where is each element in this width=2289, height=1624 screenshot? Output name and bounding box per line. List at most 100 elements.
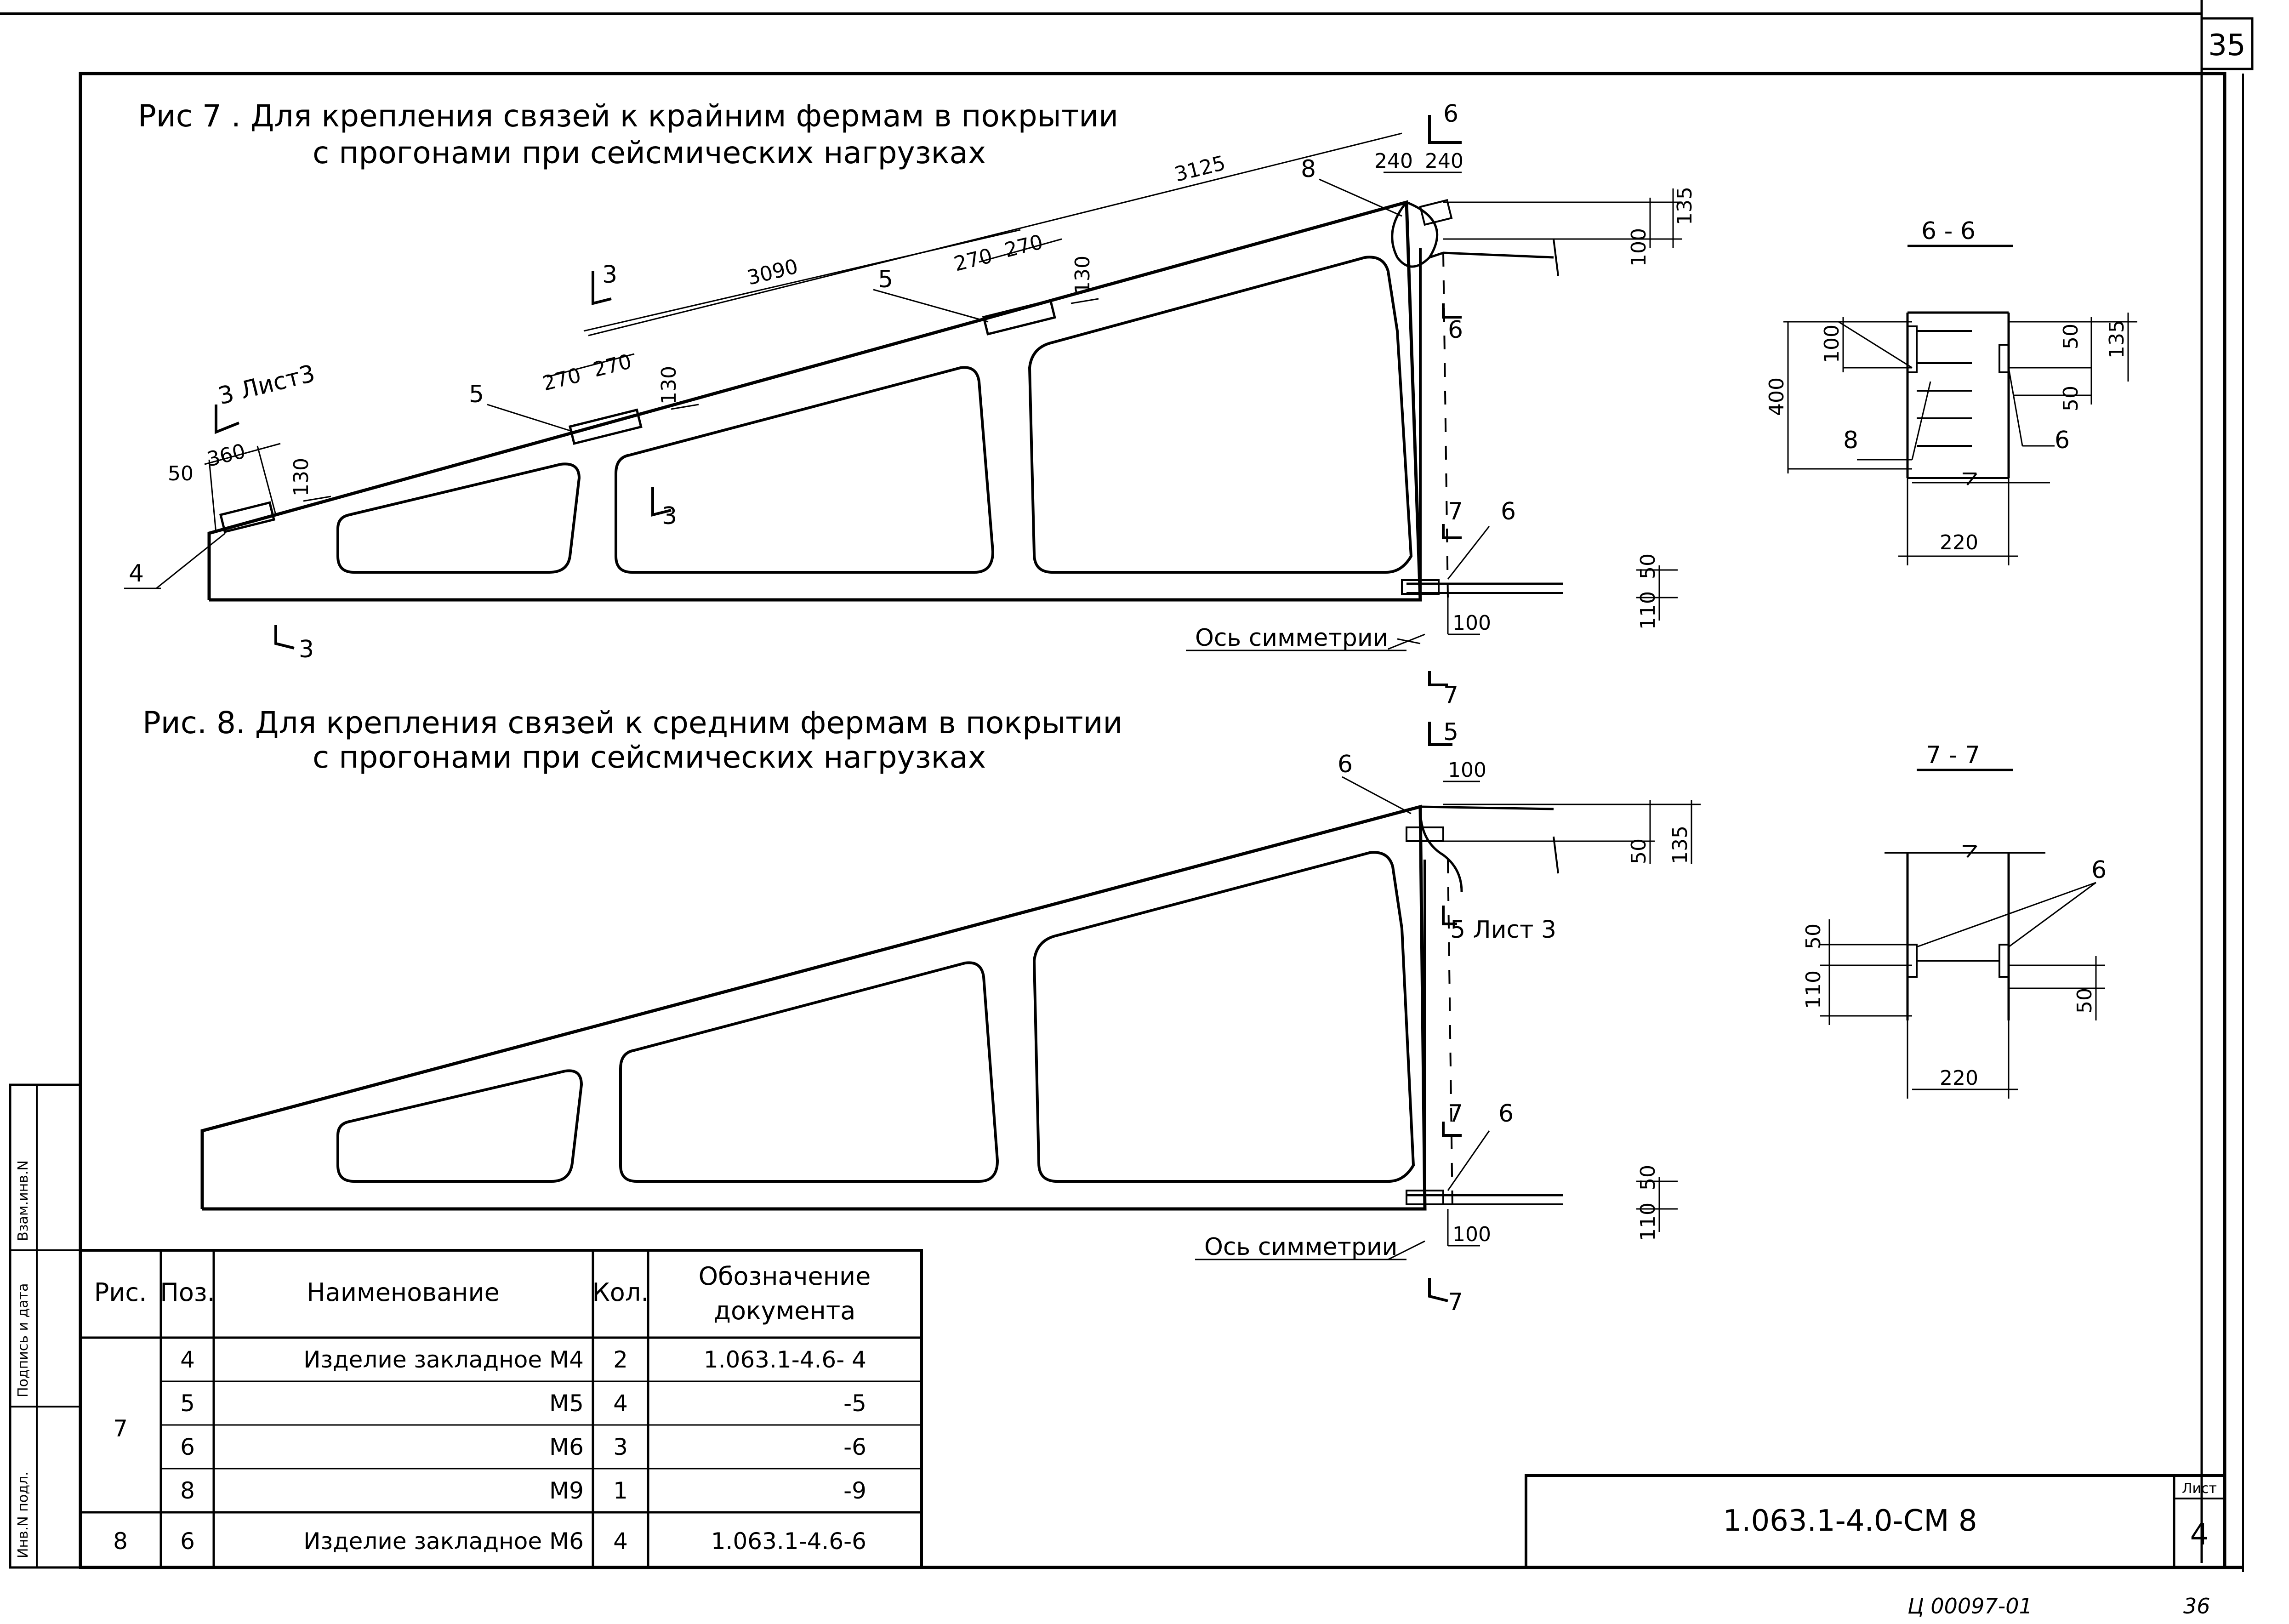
table-row: 7 4 Изделие закладное М4 2 1.063.1-4.6- …	[113, 1346, 866, 1442]
fig7-dim-270d: 270	[591, 350, 634, 382]
sec66-pos-6: 6	[2055, 427, 2070, 454]
sec66-pos-8: 8	[1843, 427, 1858, 454]
table-row: 6 М6 3 -6	[180, 1434, 866, 1460]
top-sheet-number: 35	[2208, 28, 2245, 63]
row5-pos: 6	[180, 1528, 195, 1555]
section-6-6: 6 - 6 100 50 135 40	[1765, 217, 2137, 565]
row4-name: М9	[549, 1477, 584, 1504]
fig7-pos-8: 8	[1301, 155, 1316, 183]
fig7-dim-110: 110	[1636, 591, 1660, 630]
footer-code: Ц 00097-01	[1908, 1594, 2033, 1618]
spec-header-doc-line2: документа	[714, 1296, 856, 1325]
fig7-dim-270b: 270	[1002, 230, 1045, 262]
row3-qty: 3	[613, 1434, 628, 1460]
row5-fig: 8	[113, 1528, 128, 1555]
fig8-dim-135: 135	[1668, 826, 1692, 864]
fig8-dimensions	[1195, 776, 1701, 1260]
fig7-dim-130b: 130	[657, 366, 681, 405]
fig7-labels: 3125 3090 240 240 135 100 270 270 270 27…	[129, 100, 1697, 709]
sec77-dim-50b: 50	[2073, 988, 2096, 1014]
fig7-dim-130a: 130	[1071, 256, 1094, 294]
sec77-dim-50: 50	[1802, 923, 1825, 949]
fig8-dim-100: 100	[1448, 758, 1486, 782]
stamp-sheet-value: 4	[2190, 1518, 2209, 1552]
fig8-dim-110: 110	[1636, 1202, 1660, 1241]
fig8-pos-6-top: 6	[1338, 751, 1353, 778]
stamp-designation: 1.063.1-4.0-СМ 8	[1723, 1504, 1977, 1538]
fig8-cut-5-top: 5	[1443, 718, 1458, 746]
fig8-title-line2: с прогонами при сейсмических нагрузках	[313, 740, 986, 775]
row1-pos: 4	[180, 1346, 195, 1373]
sec77-pos-6: 6	[2091, 856, 2107, 884]
row3-doc: -6	[843, 1434, 866, 1460]
row4-doc: -9	[843, 1477, 866, 1504]
spec-header-fig: Рис.	[94, 1278, 147, 1307]
table-row: 8 М9 1 -9	[180, 1477, 866, 1504]
fig8-dim-50b: 50	[1636, 1165, 1660, 1191]
row1-fig: 7	[113, 1415, 128, 1442]
fig7-dim-130c: 130	[290, 458, 313, 496]
row2-qty: 4	[613, 1390, 628, 1417]
fig7-cut-7: 7	[1448, 498, 1463, 525]
spec-header-doc-line1: Обозначение	[699, 1262, 871, 1291]
fig7-cut-3-bot: 3	[299, 636, 314, 663]
fig7-cut-3-top: 3	[602, 261, 617, 289]
section-6-6-title: 6 - 6	[1921, 217, 1976, 245]
fig8-cut-markers	[1428, 722, 1462, 1302]
fig7-pos-5b: 5	[878, 266, 893, 293]
fig8-title-line1: Рис. 8. Для крепления связей к средним ф…	[142, 705, 1122, 741]
side-sign-date: Подпись и дата	[15, 1283, 31, 1398]
fig8-labels: 6 5 100 50 135 5 Лист 3 7 6 50 110 100 О…	[1204, 718, 1692, 1316]
side-inv-no: Инв.N подл.	[15, 1471, 31, 1558]
table-row: 8 6 Изделие закладное М6 4 1.063.1-4.6-6	[113, 1528, 866, 1555]
fig7-cut-6-side: 6	[1448, 316, 1463, 344]
fig7-pos-4: 4	[129, 560, 144, 587]
sec66-dim-50a: 50	[2059, 324, 2083, 349]
fig7-dim-135: 135	[1673, 187, 1697, 225]
top-sheet-number-box	[2200, 17, 2254, 70]
section-7-7-title: 7 - 7	[1926, 741, 1980, 769]
row2-name: М5	[549, 1390, 584, 1417]
fig8-dim-100b: 100	[1452, 1223, 1491, 1246]
fig7-dim-50b: 50	[1636, 553, 1660, 579]
fig7-pos-5a: 5	[469, 381, 484, 408]
fig7-dim-360: 360	[205, 439, 248, 472]
sec66-dim-220: 220	[1940, 531, 1978, 554]
fig8-truss	[200, 804, 1563, 1211]
row1-doc: 1.063.1-4.6- 4	[704, 1346, 866, 1373]
sec66-dim-135: 135	[2105, 320, 2129, 359]
fig7-dim-100b: 100	[1452, 611, 1491, 635]
row2-pos: 5	[180, 1390, 195, 1417]
row5-name: Изделие закладное М6	[303, 1528, 584, 1555]
fig7-pos-6: 6	[1501, 498, 1516, 525]
sec77-dim-220: 220	[1940, 1066, 1978, 1090]
row5-qty: 4	[613, 1528, 628, 1555]
sec66-dim-400: 400	[1765, 377, 1788, 416]
fig8-cut-7-bot: 7	[1448, 1288, 1463, 1316]
sec66-dim-100: 100	[1820, 325, 1844, 363]
spec-header-qty: Кол.	[592, 1278, 649, 1307]
fig7-cut-3-mid: 3	[662, 502, 677, 530]
sec77-dim-110: 110	[1802, 970, 1825, 1009]
side-replace-inv: Взам.инв.N	[15, 1160, 31, 1241]
side-stamp: Инв.N подл. Подпись и дата Взам.инв.N	[9, 1083, 82, 1569]
fig8-dim-50: 50	[1627, 838, 1651, 864]
title-stamp: 1.063.1-4.0-СМ 8 Лист 4	[1525, 1474, 2226, 1569]
row2-doc: -5	[843, 1390, 866, 1417]
section-7-7: 7 - 7 6 50 110 50 220	[1802, 741, 2107, 1099]
sec66-dim-50b: 50	[2059, 386, 2083, 411]
stamp-sheet-label: Лист	[2182, 1481, 2217, 1497]
row4-pos: 8	[180, 1477, 195, 1504]
fig7-truss	[207, 199, 1563, 602]
fig7-title-line1: Рис 7 . Для крепления связей к крайним ф…	[138, 98, 1118, 134]
fig7-dim-3125: 3125	[1172, 151, 1228, 187]
row5-doc: 1.063.1-4.6-6	[711, 1528, 866, 1555]
fig7-cut-7-bot: 7	[1443, 682, 1458, 709]
row3-pos: 6	[180, 1434, 195, 1460]
spec-header-pos: Поз.	[160, 1278, 215, 1307]
row1-qty: 2	[613, 1346, 628, 1373]
fig7-dimensions	[124, 132, 1682, 651]
fig7-dim-50: 50	[168, 462, 194, 485]
fig7-dim-240b: 240	[1425, 149, 1463, 173]
